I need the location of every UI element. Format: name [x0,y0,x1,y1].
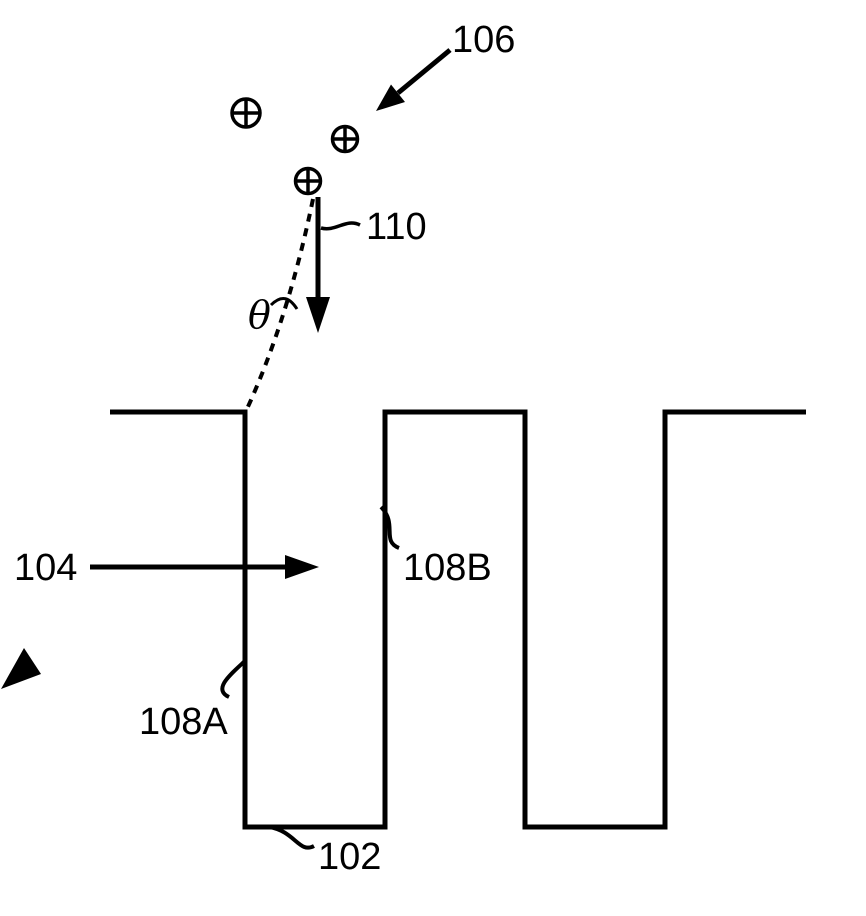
ion-beam-arrowhead [376,84,405,111]
trench-pointer-arrowhead [285,555,319,579]
label-110: 110 [366,206,427,248]
ion-symbol [230,97,262,129]
label-theta: θ [248,293,271,337]
trench-pointer-arrow [90,555,319,579]
label-110-leader-line [320,221,361,231]
label-108A: 108A [139,701,228,743]
label-108B: 108B [403,547,492,589]
trench-structure-outline [110,409,806,830]
label-102: 102 [318,836,381,878]
ion-beam-arrow-shaft [396,48,452,95]
ion-trajectory-dashed-line [244,198,315,412]
label-106: 106 [452,19,515,61]
ion-beam-arrow [376,48,452,111]
ion-symbol [293,166,323,196]
ion-symbol [330,124,360,154]
leader-102 [268,825,315,850]
label-104: 104 [14,547,77,589]
leader-108A [220,658,248,699]
theta-leader-line [269,297,299,310]
left-edge-arrowhead [1,648,41,689]
leader-108B [379,505,400,550]
surface-normal-arrow [306,197,330,333]
surface-normal-arrowhead [306,297,330,333]
